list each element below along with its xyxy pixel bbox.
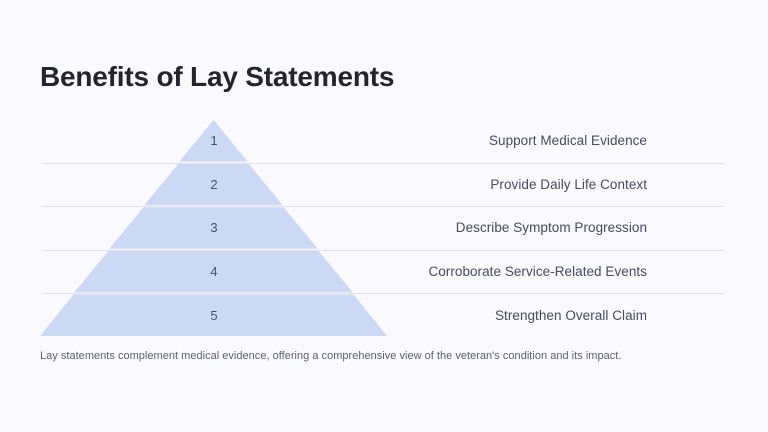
pyramid-band-5 (40, 294, 387, 336)
pyramid-row-label-4: Corroborate Service-Related Events (428, 264, 647, 280)
pyramid-band-2 (144, 163, 283, 206)
pyramid-row-3[interactable]: 3 Describe Symptom Progression (0, 206, 768, 250)
row-divider-2 (42, 206, 724, 208)
row-divider-4 (42, 293, 724, 295)
pyramid-row-label-3: Describe Symptom Progression (455, 220, 647, 236)
pyramid-chart: 1 Support Medical Evidence 2 Provide Dai… (0, 119, 768, 339)
pyramid-band-4 (74, 250, 353, 293)
pyramid-row-5[interactable]: 5 Strengthen Overall Claim (0, 293, 768, 337)
pyramid-row-number-5: 5 (210, 307, 218, 323)
pyramid-row-1[interactable]: 1 Support Medical Evidence (0, 119, 768, 163)
page-title: Benefits of Lay Statements (40, 61, 395, 92)
pyramid-band-3 (109, 207, 318, 249)
pyramid-row-number-3: 3 (210, 220, 218, 236)
footer-caption: Lay statements complement medical eviden… (40, 350, 622, 362)
pyramid-row-number-4: 4 (210, 264, 218, 280)
pyramid-row-number-1: 1 (210, 133, 218, 149)
pyramid-row-label-2: Provide Daily Life Context (490, 176, 647, 192)
pyramid-row-2[interactable]: 2 Provide Daily Life Context (0, 163, 768, 207)
row-divider-1 (42, 162, 724, 164)
pyramid-shape (40, 120, 387, 336)
pyramid-row-number-2: 2 (210, 176, 218, 192)
pyramid-row-label-1: Support Medical Evidence (488, 133, 647, 149)
pyramid-row-label-5: Strengthen Overall Claim (494, 307, 647, 323)
pyramid-band-1 (179, 120, 248, 162)
row-divider-3 (42, 249, 724, 251)
pyramid-row-4[interactable]: 4 Corroborate Service-Related Events (0, 250, 768, 294)
